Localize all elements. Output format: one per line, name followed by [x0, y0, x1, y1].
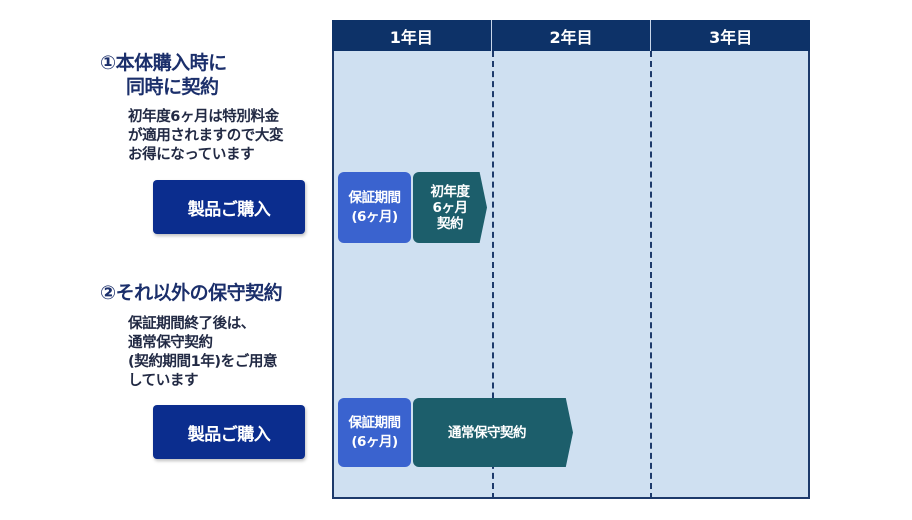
buy-product-button-2[interactable]: 製品ご購入 — [153, 405, 305, 459]
year-header-2: 2年目 — [492, 20, 652, 51]
year-divider-2 — [650, 51, 652, 499]
year-header-1: 1年目 — [332, 20, 492, 51]
year-divider-1 — [492, 51, 494, 499]
year-header-3: 3年目 — [709, 27, 753, 47]
timeline-grid — [332, 20, 810, 499]
section2-heading: ②それ以外の保守契約 — [100, 282, 283, 304]
row2-regular-maintenance-contract-arrow: 通常保守契約 — [413, 398, 573, 467]
section2-description: 保証期間終了後は、 通常保守契約 (契約期間1年)をご用意 しています — [128, 316, 278, 389]
buy-product-button-1[interactable]: 製品ご購入 — [153, 180, 305, 234]
timeline-header: 1年目 2年目 3年目 — [332, 20, 810, 51]
section1-description: 初年度6ヶ月は特別料金 が適用されますので大変 お得になっています — [128, 109, 284, 163]
section1-heading-line2: 同時に契約 — [126, 76, 219, 98]
row2-warranty-period: 保証期間 (6ヶ月) — [338, 398, 411, 467]
section1-heading-line1: ①本体購入時に — [100, 52, 227, 74]
row1-first-year-contract-arrow: 初年度 6ヶ月 契約 — [413, 172, 487, 243]
row1-warranty-period: 保証期間 (6ヶ月) — [338, 172, 411, 243]
